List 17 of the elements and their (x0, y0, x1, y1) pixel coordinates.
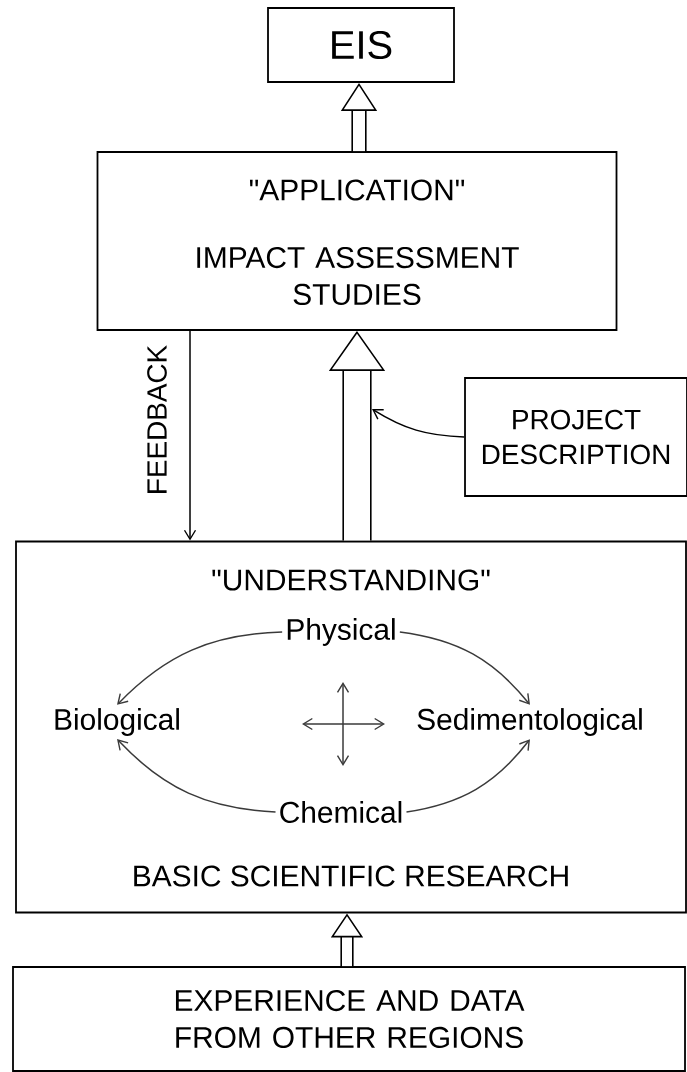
process-box: "APPLICATION" IMPACT ASSESSMENT STUDIES (96, 151, 618, 331)
arrow (117, 739, 277, 813)
edge-label: FEEDBACK (146, 343, 168, 497)
result-box: EIS (267, 7, 455, 83)
input-box: PROJECT DESCRIPTION (464, 377, 687, 497)
topic-label: Chemical (280, 801, 402, 823)
topic-label: Sedimentological (417, 708, 642, 736)
arrow (372, 409, 465, 438)
input-box: EXPERIENCE AND DATA FROM OTHER REGIONS (12, 966, 686, 1072)
node-label: BASIC SCIENTIFIC RESEARCH (134, 865, 568, 887)
arrow (399, 631, 530, 705)
arrow (405, 739, 530, 813)
topic-label: Physical (287, 618, 395, 646)
arrow (117, 631, 283, 705)
topic-label: Biological (55, 708, 179, 736)
node-label: "UNDERSTANDING" (212, 569, 490, 591)
arrow (183, 330, 197, 541)
